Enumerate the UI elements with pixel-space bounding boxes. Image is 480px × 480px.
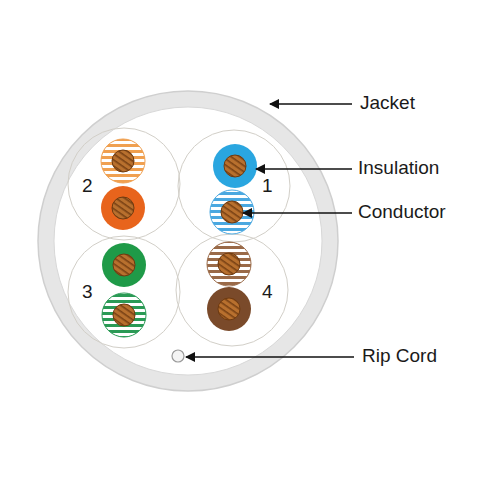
insulation — [213, 144, 257, 188]
part-label: Jacket — [360, 92, 415, 114]
conductor — [224, 155, 246, 177]
conductor — [218, 253, 240, 275]
callout-number: 3 — [82, 281, 93, 303]
pair-outline — [178, 130, 290, 242]
conductor — [221, 201, 243, 223]
insulation — [210, 190, 254, 234]
leader-line — [186, 356, 354, 358]
part-label: Conductor — [358, 201, 446, 223]
insulation — [102, 293, 146, 337]
jacket — [38, 91, 338, 391]
insulation — [101, 186, 145, 230]
insulation — [102, 243, 146, 287]
pair-outline — [176, 234, 288, 346]
leader-line — [243, 212, 352, 214]
pair-outline — [68, 128, 180, 240]
conductor — [112, 197, 134, 219]
insulation — [207, 287, 251, 331]
callout-number: 4 — [262, 281, 273, 303]
conductor — [113, 304, 135, 326]
pair-outline — [68, 236, 180, 348]
conductor — [113, 254, 135, 276]
leader-line — [270, 103, 352, 105]
insulation — [207, 242, 251, 286]
conductor — [218, 298, 240, 320]
leader-line — [256, 168, 352, 170]
conductor — [112, 150, 134, 172]
rip-cord — [172, 350, 184, 362]
jacket-inner — [54, 107, 322, 375]
insulation — [101, 139, 145, 183]
callout-number: 2 — [82, 175, 93, 197]
part-label: Insulation — [358, 157, 439, 179]
callout-number: 1 — [262, 175, 273, 197]
part-label: Rip Cord — [362, 345, 437, 367]
